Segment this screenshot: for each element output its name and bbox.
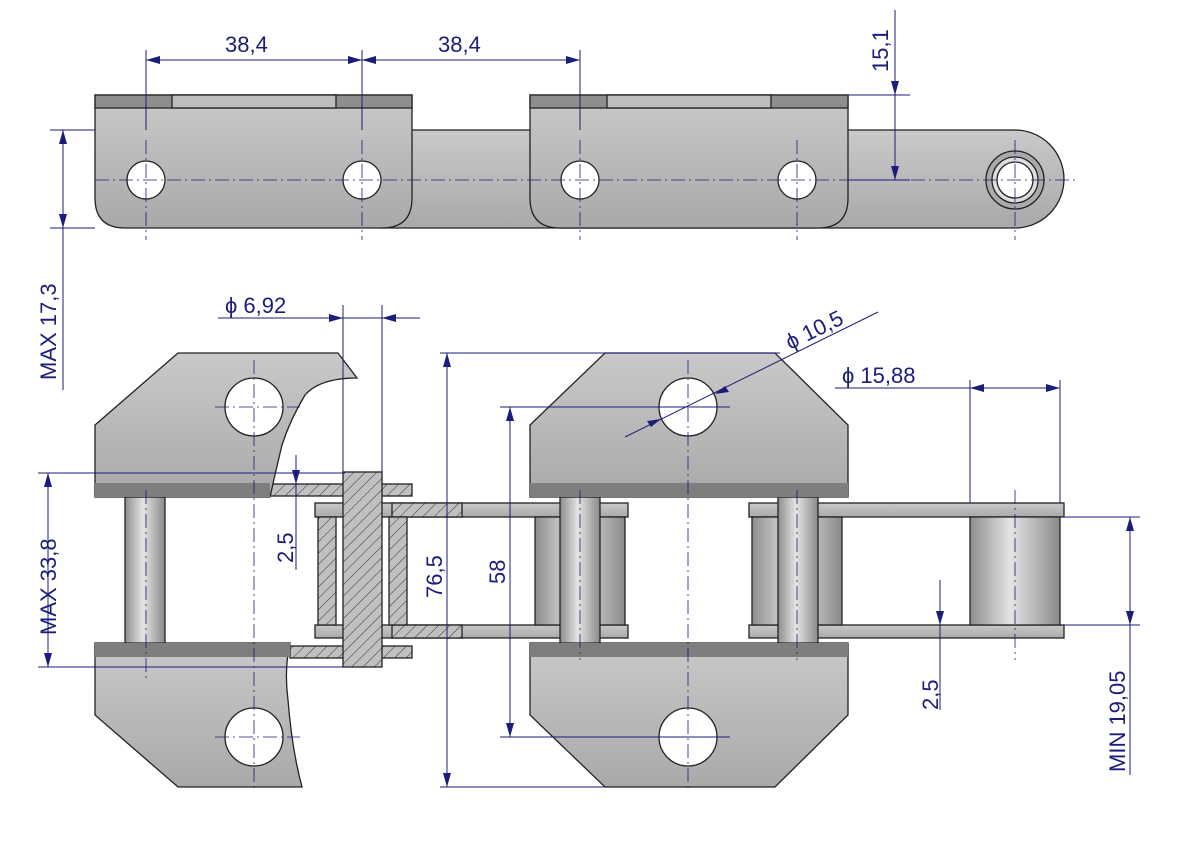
overall-length-dimension: 76,5 bbox=[422, 555, 447, 598]
hole-spacing-dimension: 58 bbox=[485, 560, 510, 584]
height-dimension: 15,1 bbox=[868, 29, 893, 72]
pitch-dimension-1: 38,4 bbox=[225, 32, 268, 57]
plate-section bbox=[391, 502, 463, 518]
attachment-plate-right bbox=[529, 94, 849, 229]
hole-diameter-dimension: ϕ 10,5 bbox=[781, 305, 847, 354]
plate-top-edge-mid bbox=[606, 94, 772, 109]
plate-top-edge-mid bbox=[171, 94, 337, 109]
pin-diameter-dimension: ϕ 6,92 bbox=[225, 293, 286, 318]
link-plate-top bbox=[748, 502, 1065, 518]
pin bbox=[777, 496, 819, 645]
max-width-dimension: MAX 33,8 bbox=[36, 538, 61, 635]
top-view: 38,4 38,4 15,1 MAX 17,3 bbox=[36, 10, 1075, 390]
max-thickness-dimension: MAX 17,3 bbox=[36, 283, 61, 380]
plate-section bbox=[391, 624, 463, 639]
min-inner-width-dimension: MIN 19,05 bbox=[1105, 671, 1130, 773]
link-plate-bottom bbox=[748, 624, 1065, 639]
attachment-plate-left bbox=[94, 94, 413, 229]
pitch-dimension-2: 38,4 bbox=[438, 32, 481, 57]
plate-thickness-dimension-right: 2,5 bbox=[918, 679, 943, 710]
pin bbox=[124, 496, 166, 645]
attachment-section bbox=[269, 483, 413, 497]
roller-diameter-dimension: ϕ 15,88 bbox=[842, 363, 916, 388]
bushing-section bbox=[388, 516, 408, 626]
attachment-plate-left-top bbox=[94, 352, 359, 498]
bushing-section bbox=[317, 516, 337, 626]
dimension-arrows bbox=[44, 56, 1134, 787]
pin-section bbox=[342, 471, 383, 668]
bottom-view: ϕ 6,92 ϕ 10,5 ϕ 15,88 MAX 33,8 2,5 76,5 … bbox=[36, 56, 1140, 790]
plate-thickness-dimension-left: 2,5 bbox=[273, 532, 298, 563]
